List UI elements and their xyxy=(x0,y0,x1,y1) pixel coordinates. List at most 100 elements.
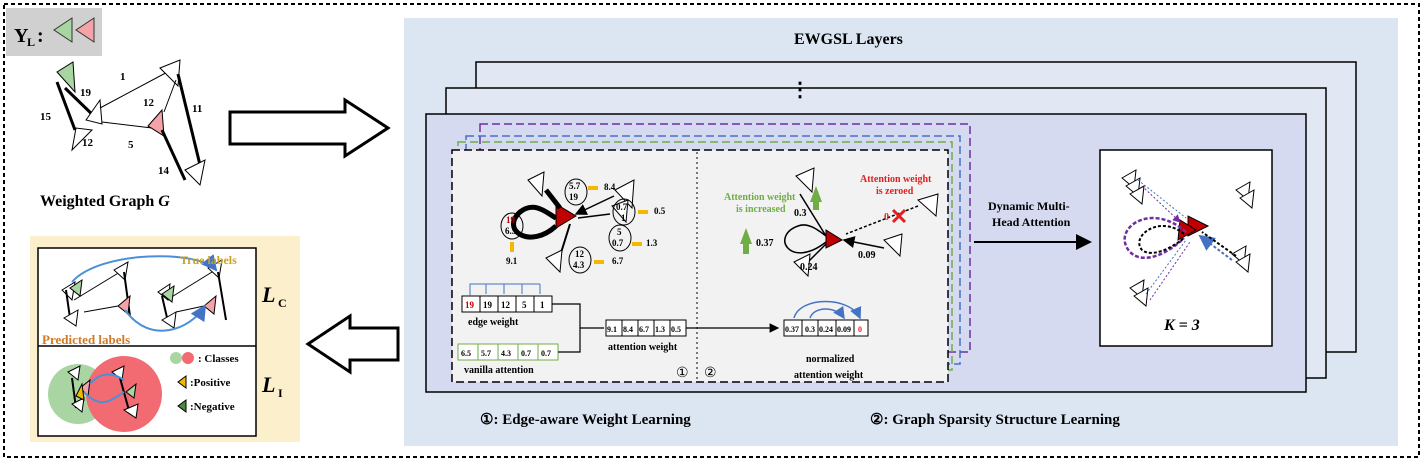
step1-value: 6.7 xyxy=(612,256,624,266)
head-frame-main xyxy=(451,149,949,383)
vanilla-cell: 4.3 xyxy=(501,349,511,358)
negative-node-icon xyxy=(177,399,187,413)
increased-label: is increased xyxy=(736,204,786,215)
vanilla-cell: 5.7 xyxy=(481,349,491,358)
graph-edge-label: 12 xyxy=(143,97,155,109)
attention-cell: 1.3 xyxy=(655,325,665,334)
step1-value: 9.1 xyxy=(506,256,518,266)
step1-marker: ① xyxy=(676,366,689,381)
weighted-graph: 19 1 15 12 11 12 5 14 xyxy=(40,59,206,187)
graph-caption: Weighted Graph G xyxy=(40,193,170,210)
vanilla-label: vanilla attention xyxy=(464,365,534,376)
increase-arrow-icon xyxy=(740,228,752,254)
arrow-right-icon xyxy=(228,97,391,159)
graph-edge-label: 11 xyxy=(192,103,202,115)
normalized-row: 0.37 0.3 0.24 0.09 0 normalized attentio… xyxy=(783,300,869,381)
step1-value: 0.7 xyxy=(616,202,628,212)
increase-arrow-icon xyxy=(810,186,822,210)
normalized-cell: 0.3 xyxy=(805,325,815,334)
attention-cell: 6.7 xyxy=(639,325,649,334)
step1-value: 5.7 xyxy=(569,181,581,191)
vanilla-cell: 0.7 xyxy=(521,349,531,358)
step1-value: 0.7 xyxy=(612,238,624,248)
graph-edge-label: 5 xyxy=(128,139,134,151)
green-node-icon xyxy=(53,17,73,43)
step1-value: 1 xyxy=(621,213,626,223)
outer-border xyxy=(3,3,1420,458)
loss-panel: True labels Predicted labels : Classes :… xyxy=(30,236,300,442)
step1-graph xyxy=(511,171,635,274)
zeroed-label: Attention weight xyxy=(860,174,932,185)
legend-y-label: Y xyxy=(14,25,29,47)
head-frame-blue xyxy=(465,135,961,365)
step1-value: 0.5 xyxy=(654,206,666,216)
step2-title: ②: Graph Sparsity Structure Learning xyxy=(870,412,1120,428)
step2-weight: 0.09 xyxy=(858,250,876,261)
graph-edge-label: 14 xyxy=(158,165,170,177)
step1-value: 6.5 xyxy=(505,226,517,236)
step1-value: 1.3 xyxy=(646,238,658,248)
step2-weight: 0.24 xyxy=(800,262,818,273)
positive-node-icon xyxy=(177,375,187,389)
vanilla-cell: 6.5 xyxy=(461,349,471,358)
edge-weight-row: 19 19 12 5 1 edge weight xyxy=(461,283,553,328)
step1-value: 19 xyxy=(506,215,516,225)
step1-value: 19 xyxy=(569,192,579,202)
combine-connector xyxy=(552,303,604,353)
vanilla-cell: 0.7 xyxy=(541,349,551,358)
normalized-cell: 0.09 xyxy=(837,325,851,334)
multihead-label: Head Attention xyxy=(992,215,1071,229)
increased-label: Attention weight xyxy=(724,192,796,203)
attention-cell: 0.5 xyxy=(671,325,681,334)
step2-marker: ② xyxy=(704,366,717,381)
edge-weight-cell: 19 xyxy=(483,300,493,310)
normalized-label: attention weight xyxy=(794,370,864,381)
step2-weights: 0.3 0.37 0.24 0.09 0 xyxy=(756,208,889,273)
normalized-label: normalized xyxy=(806,354,855,365)
edge-weight-cell: 19 xyxy=(465,300,475,310)
step1-value: 8.4 xyxy=(604,182,616,192)
graph-edge-label: 12 xyxy=(82,137,94,149)
normalized-cell: 0.37 xyxy=(785,325,799,334)
true-labels-text: True labels xyxy=(180,253,237,267)
classes-legend-text: : Classes xyxy=(198,353,239,365)
k3-panel: K = 3 xyxy=(1099,149,1273,347)
step1-value: 5 xyxy=(617,227,622,237)
multihead-label: Dynamic Multi- xyxy=(988,199,1070,213)
step1-value: 4.3 xyxy=(573,260,585,270)
attention-label: attention weight xyxy=(608,342,678,353)
loss-c-sub: C xyxy=(278,296,287,310)
legend-colon: : xyxy=(37,25,44,47)
predicted-labels-text: Predicted labels xyxy=(42,332,130,347)
zeroed-label: is zeroed xyxy=(876,186,914,197)
zeroed-x-icon xyxy=(891,208,907,224)
normalized-cell: 0 xyxy=(858,325,862,334)
loss-i-sub: I xyxy=(278,386,283,400)
edge-weight-label: edge weight xyxy=(468,317,519,328)
normalized-cell: 0.24 xyxy=(819,325,833,334)
edge-weight-cell: 1 xyxy=(540,300,545,310)
legend-y-subscript: L xyxy=(27,35,35,49)
arrow-left-icon xyxy=(305,313,400,375)
graph-edge-label: 15 xyxy=(40,111,52,123)
graph-edge-label: 1 xyxy=(120,71,126,83)
head-frame-green xyxy=(457,141,953,371)
negative-legend-text: :Negative xyxy=(190,401,235,413)
attention-cell: 8.4 xyxy=(623,325,633,334)
edge-weight-cell: 5 xyxy=(522,300,527,310)
edge-weight-cell: 12 xyxy=(501,300,511,310)
step2-weight: 0.3 xyxy=(794,208,807,219)
k-label: K = 3 xyxy=(1163,317,1200,334)
attention-cell: 9.1 xyxy=(607,325,617,334)
step2-weight: 0 xyxy=(884,212,889,223)
step1-title: ①: Edge-aware Weight Learning xyxy=(480,412,691,428)
graph-edge-label: 19 xyxy=(80,87,92,99)
step2-graph xyxy=(784,167,939,278)
vanilla-row: 6.5 5.7 4.3 0.7 0.7 vanilla attention xyxy=(457,343,559,376)
step1-labels: 5.7 19 8.4 19 6.5 9.1 0.7 1 0.5 5 0.7 1.… xyxy=(500,178,666,274)
red-node-icon xyxy=(75,17,95,43)
layers-ellipsis: ⋮ xyxy=(790,79,810,101)
legend-yl: Y L : xyxy=(6,8,102,56)
loss-c-main: L xyxy=(261,282,275,307)
